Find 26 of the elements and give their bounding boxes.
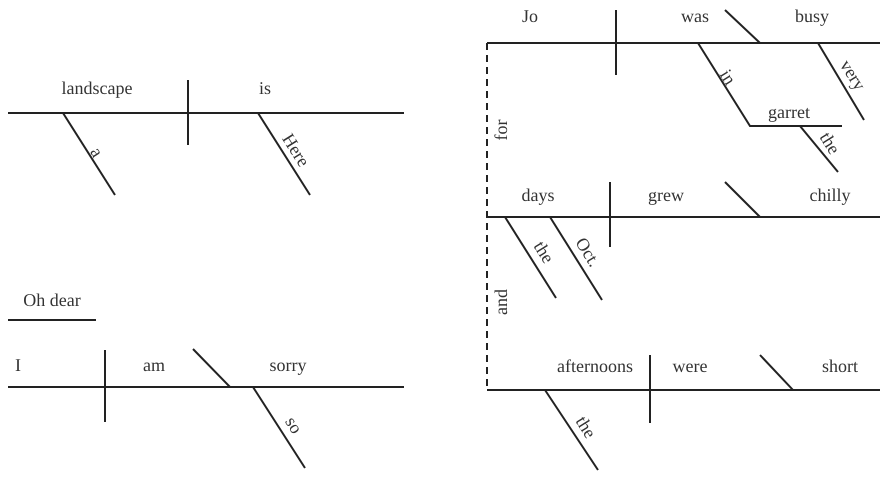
diagram-word: Oh dear xyxy=(23,291,81,309)
diagram-word: am xyxy=(143,356,165,374)
diagram-word: sorry xyxy=(270,356,306,374)
diagram-word: short xyxy=(822,357,858,375)
diagram-word: in xyxy=(716,66,740,88)
diagram-word: garret xyxy=(768,103,810,121)
diagram-word: busy xyxy=(795,7,829,25)
diagram-word: were xyxy=(672,357,708,375)
diagram-word: chilly xyxy=(810,186,850,204)
diagram-word: so xyxy=(282,413,306,437)
diagram-word: for xyxy=(492,120,510,140)
diagram-word: is xyxy=(259,79,271,97)
diagram-word: landscape xyxy=(62,79,132,97)
diagram-word: afternoons xyxy=(557,357,633,375)
diagram-word: was xyxy=(681,7,709,25)
diagram-word: Oct. xyxy=(572,234,604,270)
diagram-word: grew xyxy=(648,186,684,204)
diagram-word: the xyxy=(816,128,844,158)
diagram-word: the xyxy=(572,412,600,442)
diagram-word: days xyxy=(522,186,554,204)
diagram-word: Jo xyxy=(522,7,538,25)
diagram-word: the xyxy=(530,238,558,266)
diagram-word: I xyxy=(15,356,21,374)
diagram-word: and xyxy=(492,289,510,315)
diagram-word: a xyxy=(87,144,107,160)
diagram-word: very xyxy=(836,56,870,94)
